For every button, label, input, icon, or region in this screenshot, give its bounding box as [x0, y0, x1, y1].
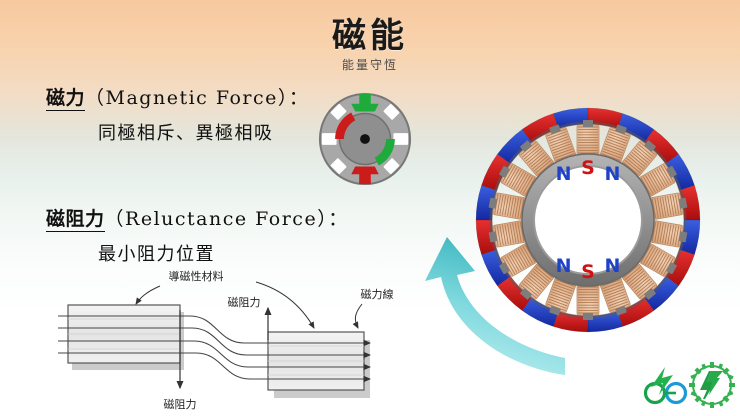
pole-label-top-n: N	[604, 163, 620, 185]
stator-coil	[545, 277, 576, 316]
pole-label-top-n: N	[556, 163, 572, 185]
reluctance-force-diagram: 導磁性材料 磁阻力 磁阻力 磁力線	[58, 269, 394, 411]
section-heading-en: （Magnetic Force）：	[85, 87, 310, 109]
label-reluctance-force-right: 磁阻力	[228, 296, 261, 309]
stator-coil	[576, 284, 600, 320]
stator-coil	[518, 140, 555, 177]
stator-coil	[600, 124, 631, 163]
stator-coil	[576, 120, 600, 156]
section-heading-en: （Reluctance Force）：	[104, 208, 349, 230]
stator-coil	[621, 140, 658, 177]
pole-label-bottom-n: N	[556, 255, 572, 277]
e-scooter-logo	[643, 367, 688, 405]
label-flux-lines: 磁力線	[361, 287, 394, 301]
pole-label-top-s: S	[581, 157, 595, 179]
section-heading: 磁阻力（Reluctance Force）：	[46, 204, 349, 232]
pole-label-bottom-s: S	[581, 261, 595, 283]
stator-coil	[518, 263, 555, 300]
motor-cross-section-icon	[318, 92, 412, 186]
logo-group	[643, 362, 735, 408]
section-detail: 同極相斥、異極相吸	[98, 123, 274, 144]
section-detail: 最小阻力位置	[98, 244, 215, 265]
section-reluctance-force: 磁阻力（Reluctance Force）： 最小阻力位置	[46, 204, 349, 266]
page-title: 磁能	[332, 16, 408, 56]
stator-coil	[498, 163, 537, 197]
gear-bolt-logo	[689, 362, 735, 408]
label-reluctance-force-left: 磁阻力	[164, 398, 197, 411]
section-heading-zh: 磁阻力	[46, 208, 105, 232]
stator-coil	[650, 220, 688, 248]
label-magnetic-material: 導磁性材料	[169, 269, 224, 283]
section-magnetic-force: 磁力（Magnetic Force）： 同極相斥、異極相吸	[46, 83, 309, 145]
stator-coil	[545, 124, 576, 163]
stator-coil	[639, 243, 678, 277]
page-subtitle: 能量守恆	[341, 58, 398, 72]
stator-coil	[488, 220, 526, 248]
stator-coil	[600, 277, 631, 316]
section-heading-zh: 磁力	[46, 87, 86, 111]
section-heading: 磁力（Magnetic Force）：	[46, 83, 310, 111]
rotation-arrow-icon	[425, 237, 565, 375]
pole-label-bottom-n: N	[604, 255, 620, 277]
